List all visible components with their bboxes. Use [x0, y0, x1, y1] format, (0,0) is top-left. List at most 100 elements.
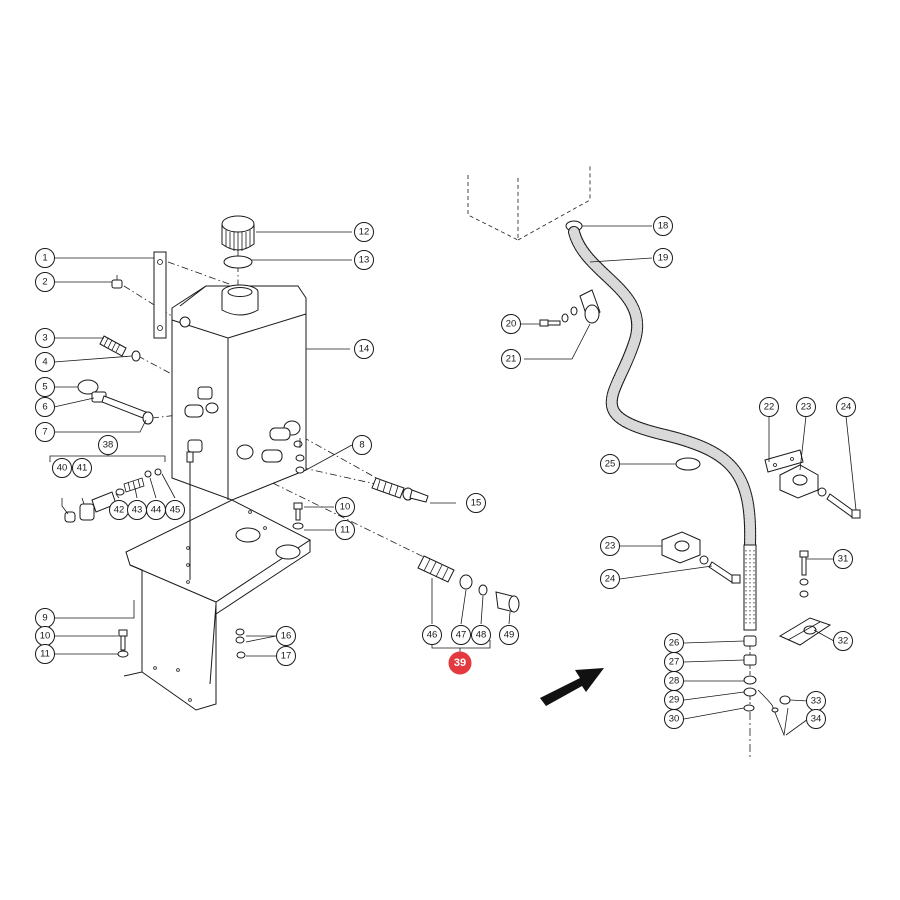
callout-23[interactable]: 23 [600, 536, 620, 556]
callout-10[interactable]: 10 [335, 497, 355, 517]
callout-bubble[interactable] [335, 520, 355, 540]
callout-32[interactable]: 32 [833, 631, 853, 651]
callout-bubble[interactable] [35, 328, 55, 348]
callout-30[interactable]: 30 [664, 709, 684, 729]
callout-17[interactable]: 17 [276, 646, 296, 666]
callout-26[interactable]: 26 [664, 633, 684, 653]
callout-24[interactable]: 24 [600, 569, 620, 589]
callout-29[interactable]: 29 [664, 690, 684, 710]
callout-bubble[interactable] [276, 626, 296, 646]
callout-20[interactable]: 20 [501, 314, 521, 334]
callout-15[interactable]: 15 [466, 493, 486, 513]
right-assembly [467, 165, 861, 760]
callout-bubble[interactable] [35, 397, 55, 417]
callout-bubble[interactable] [796, 397, 816, 417]
callout-5[interactable]: 5 [35, 377, 55, 397]
callout-21[interactable]: 21 [501, 349, 521, 369]
callout-bubble[interactable] [354, 222, 374, 242]
callout-bubble[interactable] [354, 339, 374, 359]
callout-bubble[interactable] [165, 500, 185, 520]
callout-bubble[interactable] [499, 625, 519, 645]
callout-bubble[interactable] [72, 458, 92, 478]
callout-bubble[interactable] [600, 454, 620, 474]
callout-44[interactable]: 44 [146, 500, 166, 520]
callout-22[interactable]: 22 [759, 397, 779, 417]
callout-7[interactable]: 7 [35, 422, 55, 442]
callout-10[interactable]: 10 [35, 626, 55, 646]
callout-bubble[interactable] [35, 377, 55, 397]
callout-number: 11 [40, 649, 50, 660]
callout-bubble[interactable] [501, 349, 521, 369]
callout-38[interactable]: 38 [98, 435, 118, 455]
callout-bubble[interactable] [35, 248, 55, 268]
callout-3[interactable]: 3 [35, 328, 55, 348]
callout-27[interactable]: 27 [664, 652, 684, 672]
highlighted-callout-39[interactable]: 39 [448, 651, 472, 675]
callout-25[interactable]: 25 [600, 454, 620, 474]
callout-49[interactable]: 49 [499, 625, 519, 645]
callout-bubble[interactable] [35, 422, 55, 442]
callout-46[interactable]: 46 [422, 625, 442, 645]
callout-23[interactable]: 23 [796, 397, 816, 417]
callout-1[interactable]: 1 [35, 248, 55, 268]
callout-bubble[interactable] [600, 536, 620, 556]
callout-bubble[interactable] [833, 549, 853, 569]
frame-bolt-middle [292, 502, 304, 530]
callout-bubble[interactable] [98, 435, 118, 455]
callout-42[interactable]: 42 [109, 500, 129, 520]
callout-number: 7 [42, 427, 47, 438]
callout-43[interactable]: 43 [127, 500, 147, 520]
callout-number: 3 [42, 333, 47, 344]
callout-13[interactable]: 13 [354, 250, 374, 270]
callout-33[interactable]: 33 [806, 691, 826, 711]
callout-18[interactable]: 18 [653, 216, 673, 236]
callout-12[interactable]: 12 [354, 222, 374, 242]
callout-bubble[interactable] [35, 352, 55, 372]
callout-14[interactable]: 14 [354, 339, 374, 359]
callout-40[interactable]: 40 [52, 458, 72, 478]
callout-bubble[interactable] [653, 216, 673, 236]
callout-bubble[interactable] [35, 644, 55, 664]
callout-bubble[interactable] [600, 569, 620, 589]
callout-bubble[interactable] [806, 709, 826, 729]
callout-45[interactable]: 45 [165, 500, 185, 520]
callout-bubble[interactable] [276, 646, 296, 666]
callout-11[interactable]: 11 [335, 520, 355, 540]
nuts-washers [235, 628, 246, 659]
callout-2[interactable]: 2 [35, 272, 55, 292]
filler-o-ring [223, 255, 253, 269]
callout-39-badge[interactable] [448, 651, 472, 675]
callout-bubble[interactable] [422, 625, 442, 645]
callout-11[interactable]: 11 [35, 644, 55, 664]
callout-bubble[interactable] [653, 248, 673, 268]
callout-6[interactable]: 6 [35, 397, 55, 417]
callout-16[interactable]: 16 [276, 626, 296, 646]
callout-bubble[interactable] [352, 435, 372, 455]
callout-number: 25 [605, 459, 616, 470]
callout-19[interactable]: 19 [653, 248, 673, 268]
callout-bubble[interactable] [836, 397, 856, 417]
callout-9[interactable]: 9 [35, 608, 55, 628]
callout-48[interactable]: 48 [471, 625, 491, 645]
callout-bubble[interactable] [52, 458, 72, 478]
callout-bubble[interactable] [501, 314, 521, 334]
callout-24[interactable]: 24 [836, 397, 856, 417]
callout-number: 45 [170, 505, 181, 516]
callout-34[interactable]: 34 [806, 709, 826, 729]
callout-bubble[interactable] [759, 397, 779, 417]
strap-bracket [153, 251, 167, 339]
callout-4[interactable]: 4 [35, 352, 55, 372]
callout-bubble[interactable] [466, 493, 486, 513]
callout-bubble[interactable] [451, 625, 471, 645]
callout-bubble[interactable] [833, 631, 853, 651]
callout-bubble[interactable] [335, 497, 355, 517]
callout-bubble[interactable] [354, 250, 374, 270]
callout-31[interactable]: 31 [833, 549, 853, 569]
callout-bubble[interactable] [471, 625, 491, 645]
callout-28[interactable]: 28 [664, 671, 684, 691]
callout-47[interactable]: 47 [451, 625, 471, 645]
callout-bubble[interactable] [664, 709, 684, 729]
callout-8[interactable]: 8 [352, 435, 372, 455]
callout-bubble[interactable] [35, 272, 55, 292]
callout-41[interactable]: 41 [72, 458, 92, 478]
